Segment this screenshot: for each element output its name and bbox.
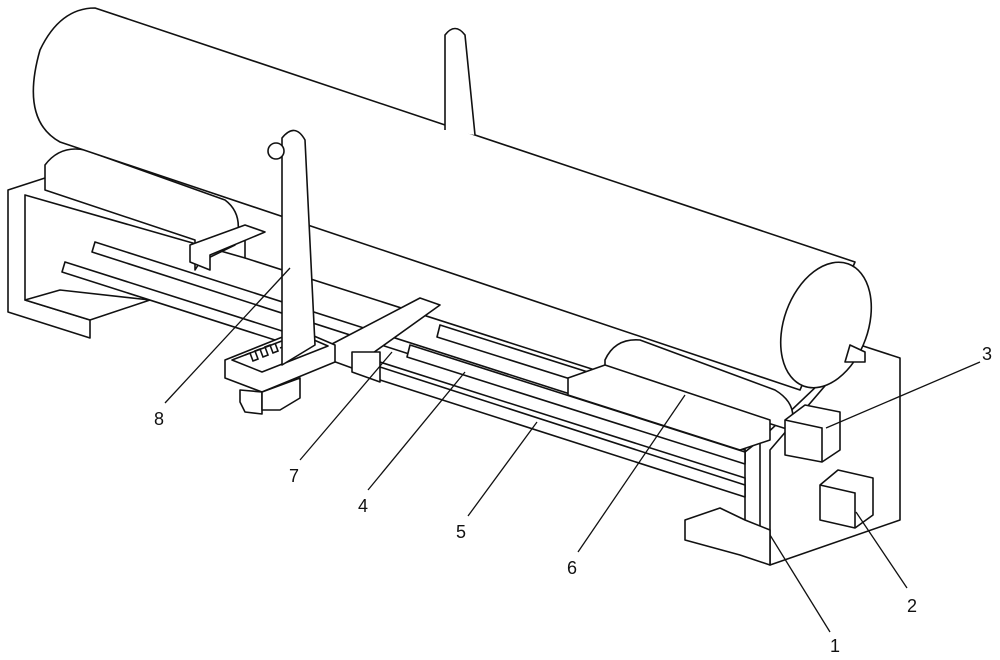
label-4: 4 — [358, 496, 368, 516]
label-1: 1 — [830, 636, 840, 656]
label-8: 8 — [154, 409, 164, 429]
spring-carriage — [224, 129, 336, 415]
control-box-2 — [819, 469, 874, 529]
control-box-3 — [784, 404, 841, 463]
leader-lines — [164, 267, 981, 633]
right-support-roller — [567, 339, 866, 451]
left-support — [44, 148, 266, 271]
label-6: 6 — [567, 558, 577, 578]
label-5: 5 — [456, 522, 466, 542]
label-3: 3 — [982, 344, 992, 364]
label-2: 2 — [907, 596, 917, 616]
rear-post — [444, 27, 476, 136]
label-7: 7 — [289, 466, 299, 486]
